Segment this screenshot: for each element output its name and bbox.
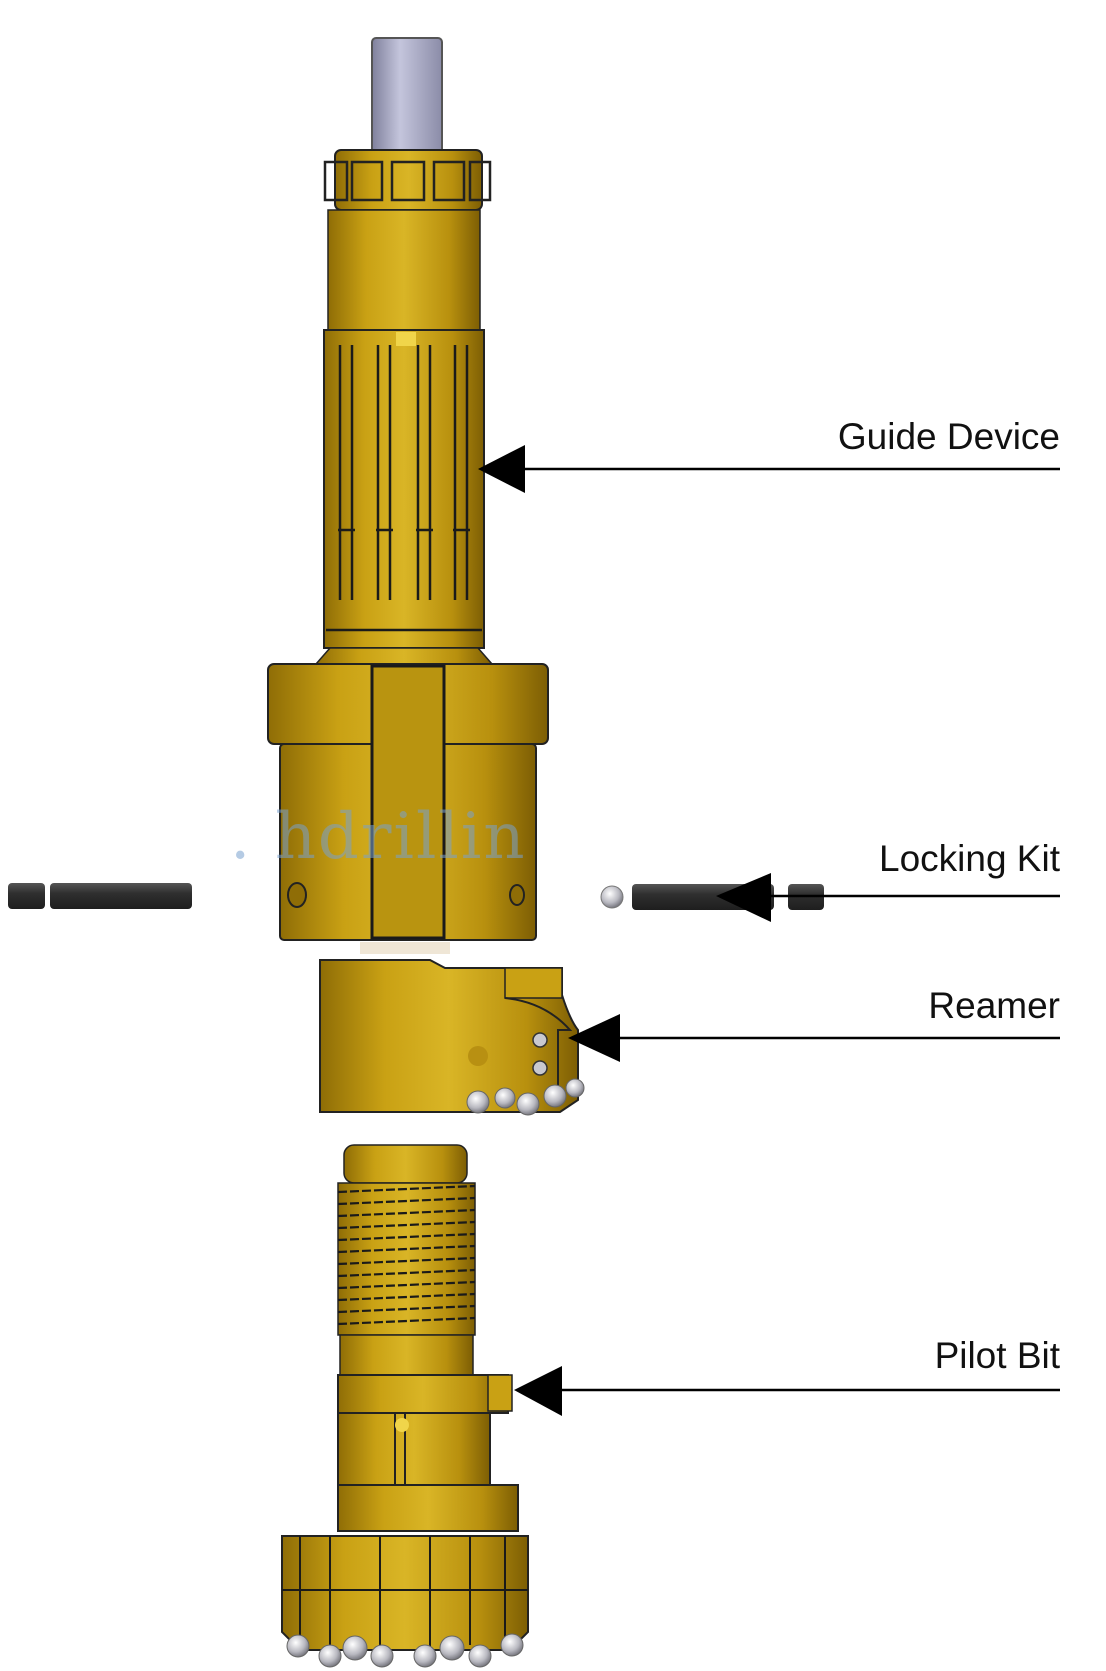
- leader-locking-kit: [716, 873, 1060, 922]
- pilot-key: [395, 1418, 409, 1432]
- pilot-collar: [337, 1484, 519, 1532]
- pilot-neck: [339, 1334, 474, 1376]
- collar-lugs: [323, 160, 492, 202]
- arrow-icon: [568, 1014, 620, 1062]
- center-band: [370, 664, 446, 940]
- reamer-step: [504, 967, 563, 999]
- pin-hole-right: [509, 884, 525, 906]
- label-guide-device: Guide Device: [837, 416, 1060, 457]
- pilot-buttons: [286, 1633, 524, 1668]
- leader-pilot-bit: [514, 1366, 1060, 1416]
- pilot-head: [281, 1535, 529, 1651]
- arrow-icon: [478, 445, 525, 493]
- gap-shadow: [360, 942, 450, 954]
- pilot-bit-part: [281, 1144, 529, 1668]
- locking-ball: [600, 885, 624, 909]
- shank: [371, 37, 443, 154]
- label-reamer: Reamer: [928, 985, 1060, 1026]
- label-locking-kit: Locking Kit: [879, 838, 1060, 879]
- upper-body: [327, 209, 481, 331]
- spline-highlight: [396, 332, 416, 346]
- leader-guide-device: [478, 445, 1060, 493]
- label-pilot-bit: Pilot Bit: [934, 1335, 1060, 1376]
- reamer-flute: [504, 997, 573, 1090]
- leader-reamer: [568, 1014, 1060, 1062]
- neck: [314, 647, 494, 665]
- reamer-part: [319, 959, 585, 1116]
- spline-grooves: [326, 345, 482, 632]
- arrow-icon: [716, 873, 771, 922]
- pilot-head-segments: [282, 1536, 528, 1648]
- threads: [337, 1184, 476, 1326]
- spline-section: [323, 329, 485, 649]
- reamer-buttons: [466, 1078, 585, 1116]
- reamer-holes: [468, 1032, 548, 1076]
- arrow-icon: [514, 1366, 562, 1416]
- pilot-body: [337, 1412, 491, 1486]
- left-pin-long: [50, 883, 192, 909]
- pilot-shoulder: [337, 1374, 509, 1414]
- guide-device-part: [267, 37, 549, 941]
- pilot-lug: [487, 1374, 513, 1412]
- pilot-top: [343, 1144, 468, 1184]
- watermark: . hdrillin: [230, 800, 527, 874]
- pin-hole-left: [287, 882, 307, 908]
- left-pin-short: [8, 883, 45, 909]
